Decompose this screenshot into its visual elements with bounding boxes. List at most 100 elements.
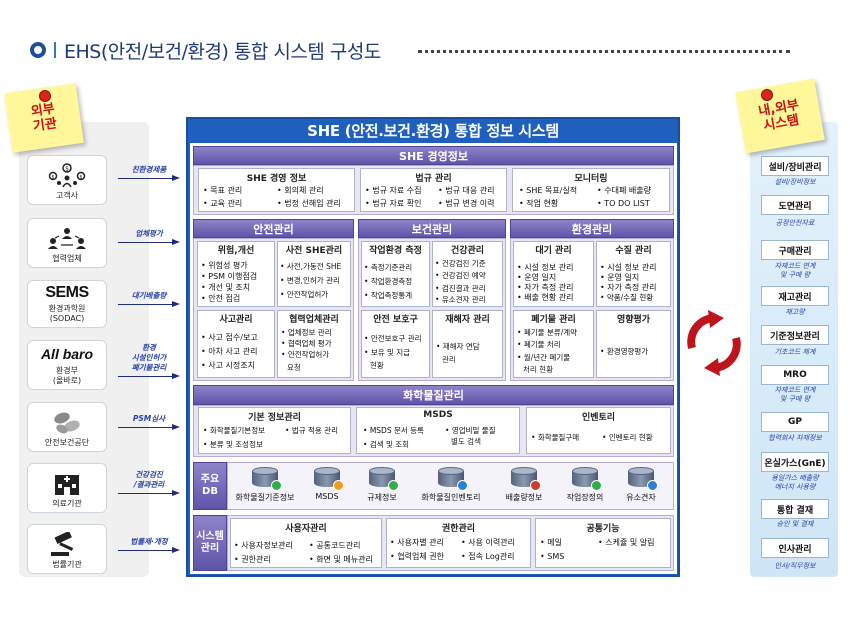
list-item: 폐기물 처리	[517, 340, 561, 351]
list-item: 법규 변경 이력	[438, 199, 494, 210]
page-title: EHS(안전/보건/환경) 통합 시스템 구성도	[30, 37, 381, 63]
list-item-continued: 처리 현황	[523, 365, 553, 374]
box-auth-mgmt: 권한관리 사용자별 관리 협력업체 권한 사용 이력관리 접속 Log관리	[386, 518, 531, 568]
list-item: 분류 및 조성정보	[203, 440, 263, 451]
system-mro: MRO	[761, 365, 829, 385]
box-title: 기본 정보관리	[248, 413, 301, 423]
people-network-icon	[45, 226, 89, 252]
list-item: 안전작업허가	[281, 350, 329, 361]
list-item: 재해자 면담	[436, 342, 480, 353]
arrow-right-icon	[118, 547, 180, 553]
system-gp: GP	[761, 412, 829, 432]
list-item: 배출 현황 관리	[517, 293, 573, 304]
agency-allbaro: All baro 환경부 (올바로)	[27, 340, 107, 390]
list-item: 작업측정통계	[364, 291, 412, 302]
system-hr: 인사관리	[761, 538, 829, 558]
box-partner-mgmt: 협력업체관리 업체정보 관리 협력업체 평가 안전작업허가 요청	[277, 310, 351, 378]
db-label: MSDS	[315, 492, 339, 501]
list-item: 교육 관리	[203, 199, 242, 210]
list-item: 보유 및 지급	[364, 348, 410, 359]
hospital-icon	[50, 471, 84, 497]
list-item: 사전,가동전 SHE	[280, 262, 341, 273]
db-msds: MSDS	[305, 467, 349, 501]
list-item: 작업 현황	[519, 199, 558, 210]
list-item: 측정기준관리	[364, 263, 412, 274]
flow-law-revision: 법률제·개정	[114, 537, 184, 553]
list-item: 아차 사고 관리	[201, 347, 257, 358]
system-approval-sub: 승인 및 결재	[776, 520, 814, 528]
arrow-right-icon	[118, 301, 180, 307]
list-item: 영업비밀 물질	[445, 426, 496, 437]
box-work-env: 작업환경 측정 측정기준관리 작업환경측정 작업측정통계	[361, 241, 430, 307]
db-label: 작업장정의	[566, 493, 604, 502]
list-item: 수대폐 배출량	[597, 186, 651, 197]
list-item: 운영 일지	[600, 273, 639, 284]
system-master-data: 기준정보관리	[761, 325, 829, 345]
box-health-care: 건강관리 건강검진 기준 건강검진 예약 검진결과 관리 유소견자 관리	[432, 241, 503, 307]
box-injured-mgmt: 재해자 관리 재해자 면담 관리	[432, 310, 503, 378]
box-title: 권한관리	[441, 524, 476, 534]
pushpin-icon	[40, 91, 50, 101]
system-hr-sub: 인사/직무정보	[774, 562, 816, 570]
box-title: 사고관리	[219, 315, 253, 325]
agency-label: 환경부 (올바로)	[52, 366, 82, 385]
agency-customer: $ $ $ 고객사	[27, 155, 107, 205]
list-item: 협력업체 권한	[390, 552, 444, 563]
list-item: 자가 측정 관리	[517, 283, 573, 294]
database-icon	[511, 467, 541, 491]
box-accident: 사고관리 사고 접수/보고 아차 사고 관리 사고 시정조치	[197, 310, 275, 378]
list-item: SMS	[540, 552, 564, 563]
list-item: 공통코드관리	[309, 541, 360, 552]
list-item: 접속 Log관리	[461, 552, 514, 563]
list-item: SHE 목표/실적	[519, 186, 577, 197]
arrow-right-icon	[118, 175, 180, 181]
box-risk: 위험,개선 위험성 평가 PSM 이행점검 개선 및 조치 안전 점검	[197, 241, 275, 307]
database-icon	[628, 467, 658, 491]
arrow-right-icon	[118, 239, 180, 245]
list-item: 운영 일지	[517, 273, 556, 284]
list-item: 법규 적용 관리	[285, 426, 338, 437]
box-title: 사전 SHE관리	[285, 246, 343, 256]
list-item: 법규 자료 수집	[365, 186, 421, 197]
box-title: MSDS	[423, 410, 453, 420]
svg-text:$: $	[51, 175, 54, 181]
arrow-right-icon	[118, 373, 180, 379]
agency-label: 협력업체	[52, 254, 82, 263]
box-title: SHE 경영 정보	[246, 174, 307, 184]
box-air: 대기 관리 시설 정보 관리 운영 일지 자가 측정 관리 배출 현황 관리	[513, 241, 594, 307]
db-findings: 유소견자	[618, 467, 664, 503]
list-item-continued: 요청	[287, 363, 301, 372]
box-common: 공통기능 메일 SMS 스케쥴 및 알림	[535, 518, 671, 568]
flow-health-check: 건강검진 /결과관리	[114, 470, 184, 496]
svg-text:$: $	[65, 166, 69, 173]
agency-legal: 법률기관	[27, 524, 107, 574]
flow-label: PSM심사	[132, 414, 166, 423]
box-monitoring: 모니터링 SHE 목표/실적 작업 현황 수대폐 배출량 TO DO LIST	[512, 168, 670, 212]
flow-label: 환경 시설인허가 폐기물관리	[131, 343, 167, 372]
list-item: 법규 자료 확인	[365, 199, 421, 210]
db-label: 배출량정보	[505, 493, 543, 502]
pushpin-icon	[762, 90, 772, 100]
db-emission: 배출량정보	[496, 467, 552, 503]
box-title: 안전 보호구	[373, 315, 418, 325]
box-impact-assess: 영향평가 환경영향평가	[596, 310, 671, 378]
people-money-icon: $ $ $	[45, 163, 89, 189]
system-ghg: 온실가스(GnE)	[761, 452, 829, 472]
db-chem-standard: 화학물질기준정보	[230, 467, 300, 503]
box-chem-basic: 기본 정보관리 화학물질기본정보 분류 및 조성정보 법규 적용 관리	[198, 407, 351, 454]
flow-air-emission: 대기배출량	[114, 291, 184, 307]
system-gp-sub: 협력회사 자재정보	[768, 434, 822, 442]
system-master-data-sub: 기초코드 체계	[774, 348, 816, 356]
flow-label: 건강검진 /결과관리	[133, 470, 165, 489]
list-item: TO DO LIST	[597, 199, 650, 210]
list-item: 법규 대응 관리	[438, 186, 494, 197]
list-item: 권한관리	[234, 555, 270, 566]
box-title: 모니터링	[574, 174, 608, 184]
agency-partner: 협력업체	[27, 218, 107, 268]
system-mgmt-label: 시스템 관리	[193, 515, 227, 571]
box-title: 인벤토리	[581, 413, 616, 423]
list-item: 유소견자 관리	[435, 295, 486, 306]
list-item: 시설 정보 관리	[600, 263, 656, 274]
list-item: 화학물질구매	[531, 433, 579, 444]
db-label: 유소견자	[626, 493, 656, 502]
